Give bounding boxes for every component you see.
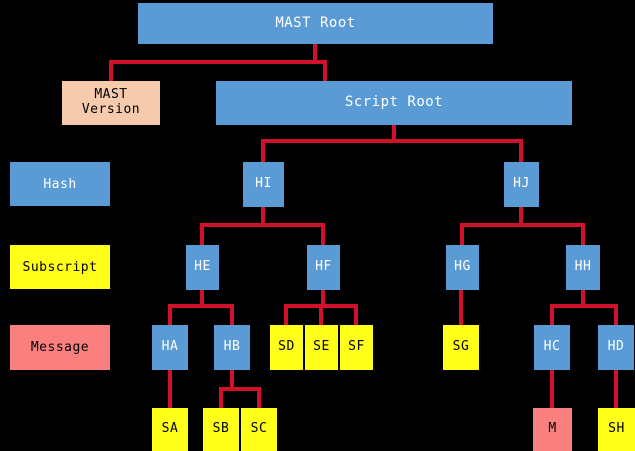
- legend-item-message: Message: [10, 325, 110, 370]
- node-mast-root: MAST Root: [138, 3, 493, 44]
- node-sd: SD: [270, 325, 303, 370]
- node-sc: SC: [241, 408, 277, 451]
- legend-item-hash: Hash: [10, 162, 110, 206]
- node-hh: HH: [566, 245, 600, 290]
- node-hb: HB: [214, 325, 250, 370]
- node-script-root: Script Root: [216, 81, 572, 125]
- node-hg: HG: [446, 245, 479, 290]
- node-hi: HI: [243, 162, 284, 207]
- legend-item-subscript: Subscript: [10, 245, 110, 289]
- node-sf: SF: [340, 325, 373, 370]
- node-sb: SB: [203, 408, 239, 451]
- node-ha: HA: [152, 325, 188, 370]
- node-hc: HC: [534, 325, 570, 370]
- node-hj: HJ: [504, 162, 539, 207]
- node-se: SE: [305, 325, 338, 370]
- node-he: HE: [186, 245, 219, 290]
- node-mast-version: MAST Version: [62, 81, 160, 125]
- node-sh: SH: [598, 408, 635, 451]
- node-sg: SG: [443, 325, 479, 370]
- node-hd: HD: [598, 325, 634, 370]
- node-m: M: [533, 408, 572, 451]
- node-hf: HF: [307, 245, 340, 290]
- node-sa: SA: [152, 408, 188, 451]
